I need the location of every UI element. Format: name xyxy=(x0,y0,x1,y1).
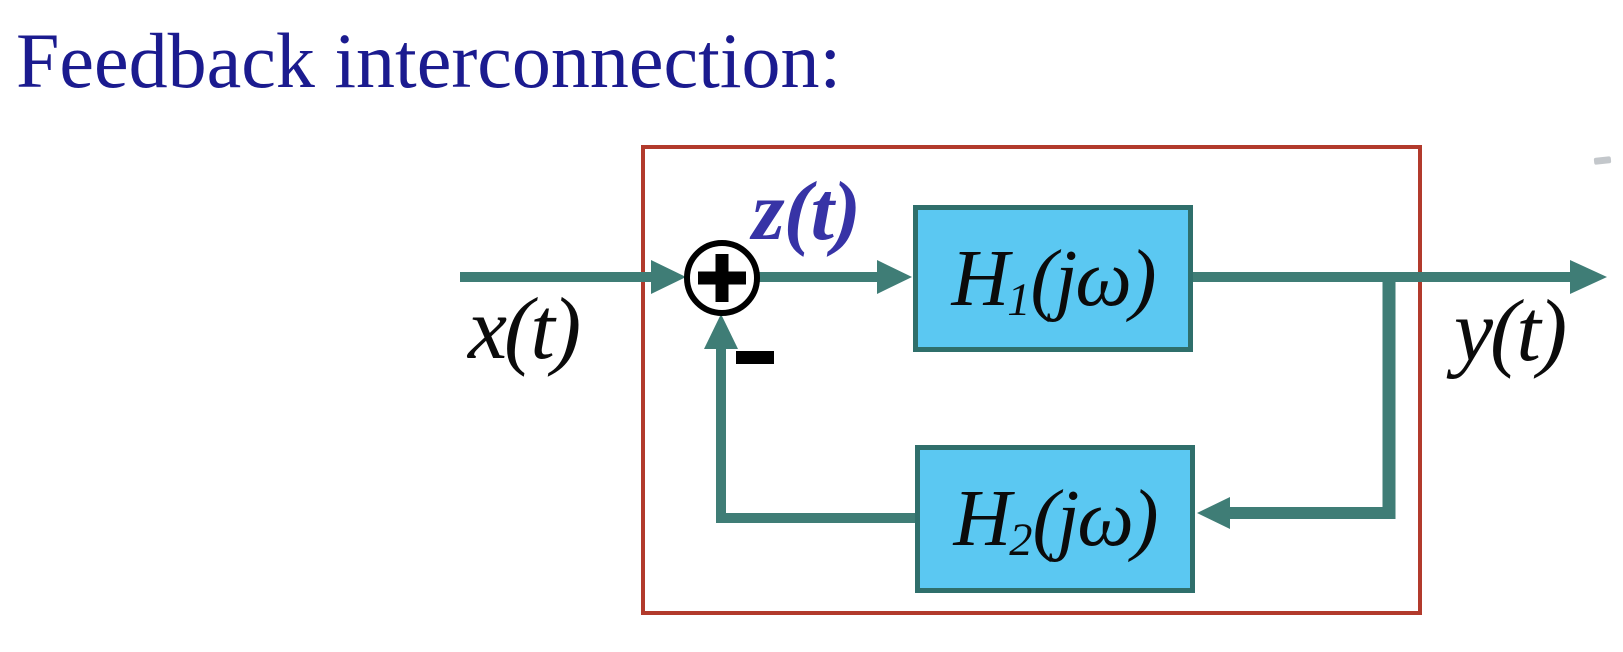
system-boundary-box xyxy=(641,145,1422,615)
block-h1-label: H1(jω) xyxy=(951,234,1157,326)
minus-sign-icon xyxy=(736,351,774,364)
input-signal-label: x(t) xyxy=(468,281,581,378)
block-h1: H1(jω) xyxy=(913,205,1193,352)
plus-icon xyxy=(715,254,729,302)
block-h2: H2(jω) xyxy=(915,445,1195,593)
summing-junction xyxy=(684,240,760,316)
output-arrowhead-icon xyxy=(1570,260,1607,294)
summer-output-label: z(t) xyxy=(752,165,861,258)
page-title: Feedback interconnection: xyxy=(16,17,842,104)
block-h2-label: H2(jω) xyxy=(953,475,1159,567)
output-signal-label: y(t) xyxy=(1454,283,1567,380)
stray-mark xyxy=(1593,156,1612,165)
